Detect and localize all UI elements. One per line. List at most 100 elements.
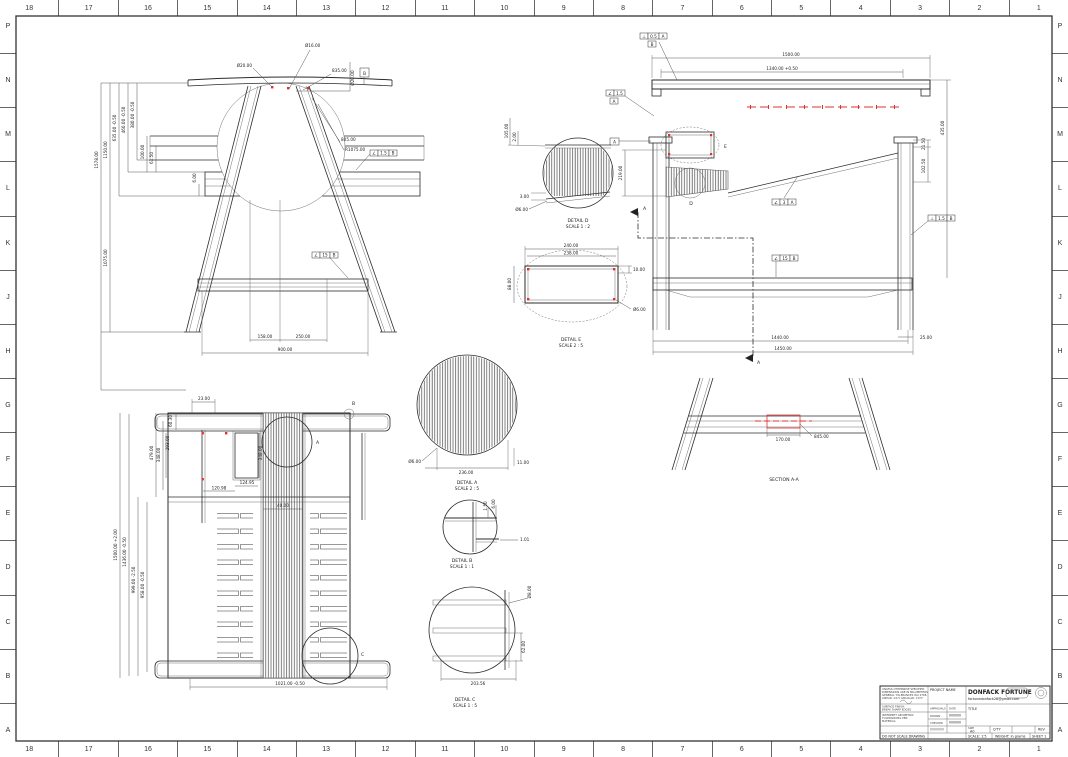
logo-shape: [1005, 687, 1029, 699]
dim-label: 900.00: [278, 347, 293, 352]
zone-label: 17: [59, 741, 119, 757]
dim-label: 1021.00 -0.50: [275, 681, 305, 686]
detail-callout-a: A: [316, 440, 320, 446]
dim-label: 1.01: [520, 537, 530, 542]
dim-label: 6.00: [192, 173, 197, 183]
zone-label: 15: [178, 0, 238, 16]
dim-label: 805.00: [341, 137, 356, 142]
size-value: A0: [970, 730, 974, 734]
dim-label: 1150.00: [103, 141, 108, 159]
zone-label: 13: [297, 0, 357, 16]
dim-label: 293.00: [165, 435, 170, 450]
sheet-frame-border: [15, 15, 1053, 742]
gdt-datum: A: [662, 34, 665, 39]
dim-label: 61.50: [149, 152, 154, 164]
dim-label: 435.00: [940, 120, 945, 135]
zone-label: 10: [475, 0, 535, 16]
dim-label: 62.00: [521, 641, 526, 653]
zone-label: 5: [772, 741, 832, 757]
zone-label: 12: [356, 0, 416, 16]
zone-label: H: [1052, 325, 1068, 379]
detail-callout-d: D: [689, 201, 693, 207]
zone-label: 7: [653, 741, 713, 757]
feature-control-frame: ∠ 1.5 B: [355, 149, 398, 171]
gdt-symbol: ∠: [372, 151, 376, 156]
dim-label: 1440.00: [771, 335, 789, 340]
dim-label: 348.00: [156, 447, 161, 462]
dim-label: 88.00: [507, 278, 512, 290]
zone-label: N: [1052, 54, 1068, 109]
author-email: fortunedonfack28@gmail.com: [968, 697, 1020, 701]
dim-label: 6.00: [491, 499, 496, 509]
zone-label: N: [0, 54, 16, 109]
zone-label: 10: [475, 741, 535, 757]
detail-a-view: Ø6.00 236.00 11.00 DETAIL A SCALE 2 : 5: [408, 354, 529, 491]
zone-label: 8: [594, 0, 654, 16]
dim-label: 203.56: [471, 681, 486, 686]
dim-label: 1340.00 +0.50: [766, 66, 798, 71]
date-label: DATE: [949, 707, 956, 711]
zone-label: 1: [1036, 4, 1041, 12]
dim-label: 958.00 -0.50: [140, 571, 145, 598]
zone-label: 11: [416, 0, 476, 16]
gdt-value: 3: [783, 200, 786, 205]
gear-icon: [1037, 689, 1045, 697]
rev-label: REV: [1038, 728, 1045, 732]
zone-label: E: [1052, 487, 1068, 542]
datum-flag: B: [363, 71, 366, 76]
zone-label: 5: [772, 0, 832, 16]
datum-flag: A: [613, 99, 616, 104]
dim-label: 238.00: [564, 251, 579, 256]
detail-scale: SCALE 1 : 5: [453, 703, 477, 708]
dim-label: 460.00 -0.50: [121, 106, 126, 133]
zone-label: 16: [119, 741, 179, 757]
zone-label: 12: [356, 741, 416, 757]
zone-label: 14: [238, 0, 297, 16]
zone-label: B: [0, 650, 16, 704]
zone-label: 8: [594, 741, 654, 757]
tolerance-note-line: UNLESS OTHERWISE SPECIFIED:: [882, 687, 925, 691]
zone-label: H: [0, 325, 16, 379]
zone-label: 4: [831, 0, 891, 16]
dim-label: 1436.00 -0.50: [122, 537, 127, 567]
detail-scale: SCALE 2 : 5: [559, 343, 583, 348]
dim-label: 10.00: [633, 267, 645, 272]
feature-control-frame: ∠ 15 B: [311, 251, 349, 279]
gdt-symbol: ⊥: [930, 216, 934, 221]
approvals-label: APPROVALS: [930, 707, 946, 711]
zone-label: P: [1052, 0, 1068, 55]
dim-label: 1500.00: [782, 52, 800, 57]
zone-label: G: [1052, 379, 1068, 434]
zone-label: K: [0, 217, 16, 271]
gear-icon: [1035, 687, 1047, 699]
zone-label: D: [1052, 541, 1068, 596]
dim-label: 1075.00: [103, 249, 108, 267]
dim-label: 236.00: [459, 470, 474, 475]
dim-label: 105.00: [504, 123, 509, 138]
gdt-value: 15: [782, 256, 788, 261]
detail-scale: SCALE 1 : 1: [450, 564, 474, 569]
zone-label: L: [0, 162, 16, 217]
material-note-line: TOLERANCING PER:: [881, 716, 908, 720]
gdt-datum: B: [392, 151, 395, 156]
zone-label: 7: [653, 0, 713, 16]
signature-squiggle: [899, 699, 913, 704]
detail-scale: SCALE 2 : 5: [455, 486, 479, 491]
section-arrow-label: A: [643, 206, 647, 212]
zone-label: 4: [831, 741, 891, 757]
zone-label: E: [0, 487, 16, 542]
zone-label: 18: [0, 0, 60, 16]
tolerance-note-line: GENERAL TOLERANCES ISO 2768: [882, 693, 927, 697]
dim-label: R1075.00: [345, 147, 366, 152]
detail-callout-b: B: [352, 401, 355, 407]
detail-title: DETAIL E: [561, 337, 581, 343]
gdt-symbol: ∠: [608, 91, 612, 96]
zone-label: A: [1057, 726, 1063, 734]
feature-control-frame: ∠ 15 B: [771, 254, 799, 277]
weight-value: WEIGHT: in grams: [995, 735, 1026, 739]
gdt-value: 1.5: [616, 91, 623, 96]
gdt-value: 1.5: [938, 216, 945, 221]
